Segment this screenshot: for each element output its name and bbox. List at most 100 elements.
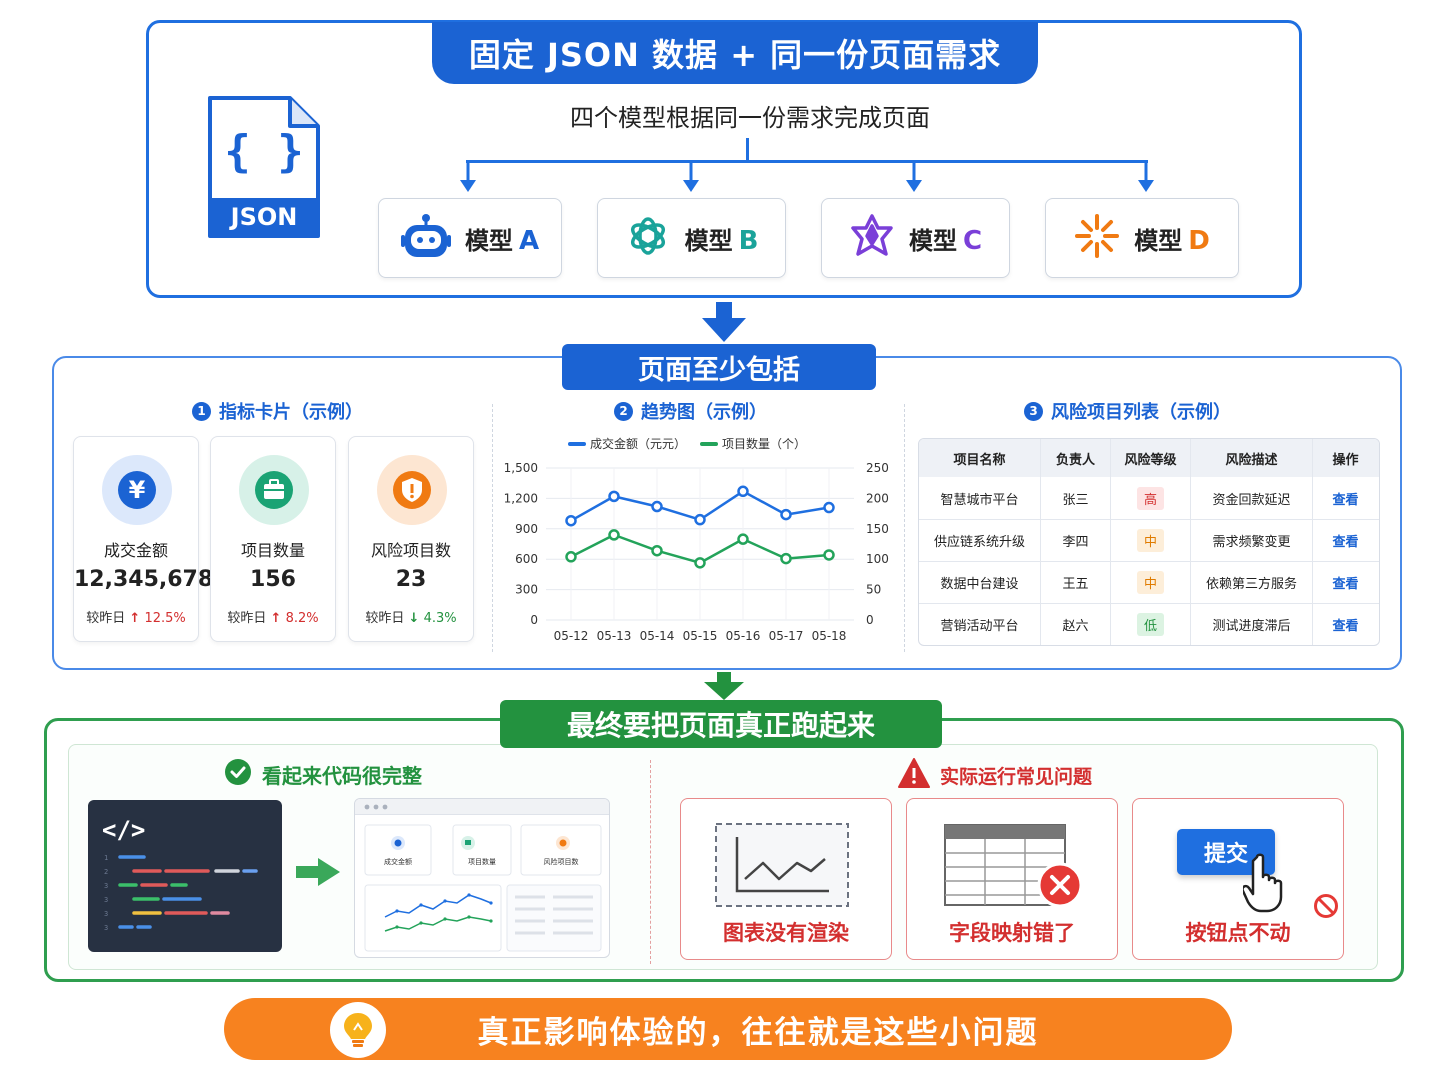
table-row: 供应链系统升级 李四 中 需求频繁变更 查看 <box>919 519 1379 561</box>
model-name: 模型 <box>464 226 513 255</box>
down-arrow-icon <box>704 672 744 700</box>
sunburst-icon <box>1074 213 1120 263</box>
table-row: 营销活动平台 赵六 低 测试进度滞后 查看 <box>919 603 1379 645</box>
model-letter: B <box>738 225 759 256</box>
model-letter: D <box>1188 225 1210 256</box>
y-right-tick-label: 200 <box>866 491 889 505</box>
legend-label: 项目数量（个） <box>722 436 806 451</box>
svg-text:3: 3 <box>104 910 108 918</box>
table-cell: 王五 <box>1041 561 1111 603</box>
metric-value: 156 <box>250 567 296 592</box>
table-header-cell: 负责人 <box>1041 439 1111 477</box>
footer-text: 真正影响体验的，往往就是这些小问题 <box>477 1014 1039 1051</box>
table-error-icon <box>944 824 1083 908</box>
model-name: 模型 <box>908 226 957 255</box>
metric-card-risk: 风险项目数 23 较昨日 ↓ 4.3% <box>348 436 474 642</box>
svg-text:</>: </> <box>102 816 145 844</box>
forbidden-icon <box>1314 894 1338 918</box>
metric-label: 风险项目数 <box>370 541 451 560</box>
data-point <box>651 544 663 557</box>
data-point <box>780 552 792 565</box>
check-circle-icon <box>224 758 252 790</box>
lightbulb-icon <box>330 1002 386 1058</box>
x-tick-label: 05-12 <box>554 629 589 643</box>
metric-label: 项目数量 <box>240 541 305 560</box>
view-link[interactable]: 查看 <box>1332 492 1359 508</box>
input-section-subtitle: 四个模型根据同一份需求完成页面 <box>570 103 930 132</box>
data-point <box>565 551 577 563</box>
svg-text:2: 2 <box>104 868 108 876</box>
problem-card-chart: 图表没有渲染 <box>680 798 892 960</box>
input-section-title: 固定 JSON 数据 + 同一份页面需求 <box>432 22 1038 84</box>
star-gem-icon <box>849 213 895 263</box>
data-point <box>780 508 792 521</box>
y-left-tick-label: 900 <box>515 522 538 536</box>
data-point <box>737 533 749 545</box>
risk-level-badge: 低 <box>1136 612 1164 636</box>
data-point <box>694 557 706 569</box>
table-cell: 供应链系统升级 <box>919 519 1041 561</box>
looks-complete-heading: 看起来代码很完整 <box>224 758 422 790</box>
view-link[interactable]: 查看 <box>1332 618 1359 634</box>
problem-label: 按钮点不动 <box>1185 921 1291 945</box>
problem-label: 字段映射错了 <box>949 921 1075 945</box>
shield-warning-icon <box>377 455 447 525</box>
metric-delta: 较昨日 ↑ 8.2% <box>227 611 319 626</box>
data-point <box>823 549 835 561</box>
data-point <box>823 501 835 514</box>
robot-icon <box>400 213 451 263</box>
table-cell: 资金回款延迟 <box>1191 477 1313 519</box>
table-header-cell: 风险等级 <box>1111 439 1191 477</box>
table-cell: 赵六 <box>1041 603 1111 645</box>
model-name: 模型 <box>684 226 733 255</box>
table-cell: 李四 <box>1041 519 1111 561</box>
table-header-cell: 风险描述 <box>1191 439 1313 477</box>
footer-banner: 真正影响体验的，往往就是这些小问题 <box>224 998 1232 1060</box>
problem-card-mapping: 字段映射错了 <box>906 798 1118 960</box>
metric-delta: 较昨日 ↓ 4.3% <box>365 611 457 626</box>
dashboard-thumbnail: 成交金额 项目数量 风险项目数 <box>354 798 610 958</box>
metric-label: 成交金额 <box>103 541 168 560</box>
metric-card-amount: ¥ 成交金额 12,345,678 较昨日 ↑ 12.5% <box>73 436 213 642</box>
mini-card-label: 项目数量 <box>468 858 496 866</box>
table-header-cell: 项目名称 <box>919 439 1041 477</box>
table-row: 数据中台建设 王五 中 依赖第三方服务 查看 <box>919 561 1379 603</box>
json-file-label: JSON <box>230 203 298 231</box>
x-tick-label: 05-16 <box>726 629 761 643</box>
view-link[interactable]: 查看 <box>1332 576 1359 592</box>
y-right-tick-label: 50 <box>866 583 881 597</box>
table-cell: 测试进度滞后 <box>1191 603 1313 645</box>
risk-level-badge: 高 <box>1136 486 1164 510</box>
table-cell: 智慧城市平台 <box>919 477 1041 519</box>
issues-heading: 实际运行常见问题 <box>898 758 1092 792</box>
problem-card-button: 提交 按钮点不动 <box>1132 798 1344 960</box>
y-right-tick-label: 150 <box>866 522 889 536</box>
x-tick-label: 05-18 <box>812 629 847 643</box>
run-section-title: 最终要把页面真正跑起来 <box>500 700 942 748</box>
table-header-row: 项目名称 负责人 风险等级 风险描述 操作 <box>919 439 1379 477</box>
svg-text:{ }: { } <box>224 126 303 177</box>
y-left-tick-label: 1,200 <box>504 491 538 505</box>
metric-value: 23 <box>395 567 427 592</box>
trend-chart: 1,5001,200900600300025020015010050005-12… <box>504 436 889 643</box>
swirl-knot-icon <box>625 213 671 263</box>
svg-text:1: 1 <box>104 854 108 862</box>
view-link[interactable]: 查看 <box>1332 534 1359 550</box>
empty-chart-icon <box>715 823 849 907</box>
model-letter: C <box>962 225 983 256</box>
risk-level-badge: 中 <box>1136 570 1164 594</box>
data-point <box>737 485 749 498</box>
hand-pointer-icon <box>1243 853 1283 913</box>
model-letter: A <box>518 225 540 256</box>
json-file-icon: { } <box>206 94 322 240</box>
data-point <box>608 529 620 541</box>
x-tick-label: 05-15 <box>683 629 718 643</box>
table-cell: 张三 <box>1041 477 1111 519</box>
